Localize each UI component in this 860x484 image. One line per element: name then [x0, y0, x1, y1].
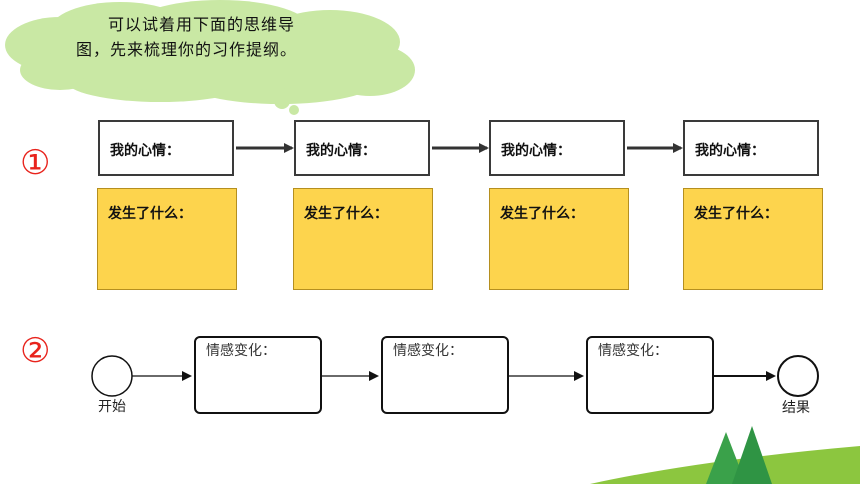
marker-one: ①	[20, 143, 51, 183]
change-label: 情感变化：	[598, 343, 668, 359]
start-label: 开始	[98, 399, 126, 415]
mood-label: 我的心情：	[501, 143, 571, 159]
change-label: 情感变化：	[206, 343, 276, 359]
end-label: 结果	[782, 400, 810, 416]
change-box-2[interactable]: 情感变化：	[381, 336, 509, 414]
event-label: 发生了什么：	[304, 206, 388, 222]
tree-left-icon	[706, 432, 746, 484]
change-box-1[interactable]: 情感变化：	[194, 336, 322, 414]
cloud-bubble-large	[274, 93, 290, 109]
mood-box-3[interactable]: 我的心情：	[489, 120, 625, 176]
mood-label: 我的心情：	[110, 143, 180, 159]
event-label: 发生了什么：	[500, 206, 584, 222]
event-box-2[interactable]: 发生了什么：	[293, 188, 433, 290]
start-node	[91, 355, 133, 397]
change-label: 情感变化：	[393, 343, 463, 359]
mood-label: 我的心情：	[306, 143, 376, 159]
marker-two: ②	[20, 331, 51, 371]
cloud-bubble-small	[289, 105, 299, 115]
mood-box-1[interactable]: 我的心情：	[98, 120, 234, 176]
tree-right-icon	[732, 426, 772, 484]
mood-box-4[interactable]: 我的心情：	[683, 120, 819, 176]
event-box-4[interactable]: 发生了什么：	[683, 188, 823, 290]
end-node	[777, 355, 819, 397]
change-box-3[interactable]: 情感变化：	[586, 336, 714, 414]
mood-label: 我的心情：	[695, 143, 765, 159]
mood-box-2[interactable]: 我的心情：	[294, 120, 430, 176]
event-label: 发生了什么：	[108, 206, 192, 222]
event-label: 发生了什么：	[694, 206, 778, 222]
event-box-1[interactable]: 发生了什么：	[97, 188, 237, 290]
event-box-3[interactable]: 发生了什么：	[489, 188, 629, 290]
callout-text: 可以试着用下面的思维导图，先来梳理你的习作提纲。	[76, 15, 298, 59]
